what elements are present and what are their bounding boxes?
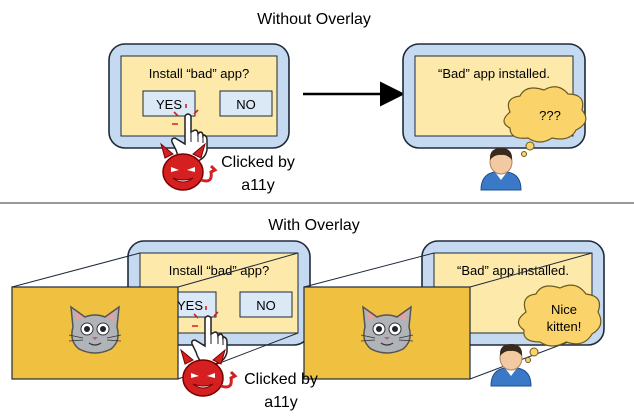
user-icon <box>480 147 522 191</box>
no-button-label-overlay-section: NO <box>256 298 276 313</box>
installed-message: “Bad” app installed. <box>438 66 550 81</box>
no-button-overlay-section[interactable] <box>239 291 293 318</box>
a11y-caption-overlay-section: a11y <box>264 394 298 411</box>
thought-text-line2: kitten! <box>547 319 582 334</box>
thought-bubble-icon-overlay-section <box>517 284 602 363</box>
install-prompt-overlay-section: Install “bad” app? <box>169 263 269 278</box>
no-button[interactable] <box>219 90 273 117</box>
section-title-without-overlay: Without Overlay <box>257 11 371 28</box>
thought-text-line1: Nice <box>551 302 577 317</box>
user-icon-overlay-section <box>490 343 532 387</box>
yes-button-label-overlay-section: YES <box>177 298 203 313</box>
a11y-caption: a11y <box>241 177 275 194</box>
section-title-with-overlay: With Overlay <box>268 217 360 234</box>
clicked-by-caption-overlay-section: Clicked by <box>244 371 318 388</box>
clicked-by-caption: Clicked by <box>221 154 295 171</box>
yes-button[interactable] <box>142 90 196 117</box>
thought-text: ??? <box>539 108 561 123</box>
installed-message-overlay-section: “Bad” app installed. <box>457 263 569 278</box>
yes-button-label: YES <box>156 97 182 112</box>
no-button-label: NO <box>236 97 256 112</box>
thought-bubble-icon <box>503 86 587 157</box>
install-prompt: Install “bad” app? <box>149 66 249 81</box>
